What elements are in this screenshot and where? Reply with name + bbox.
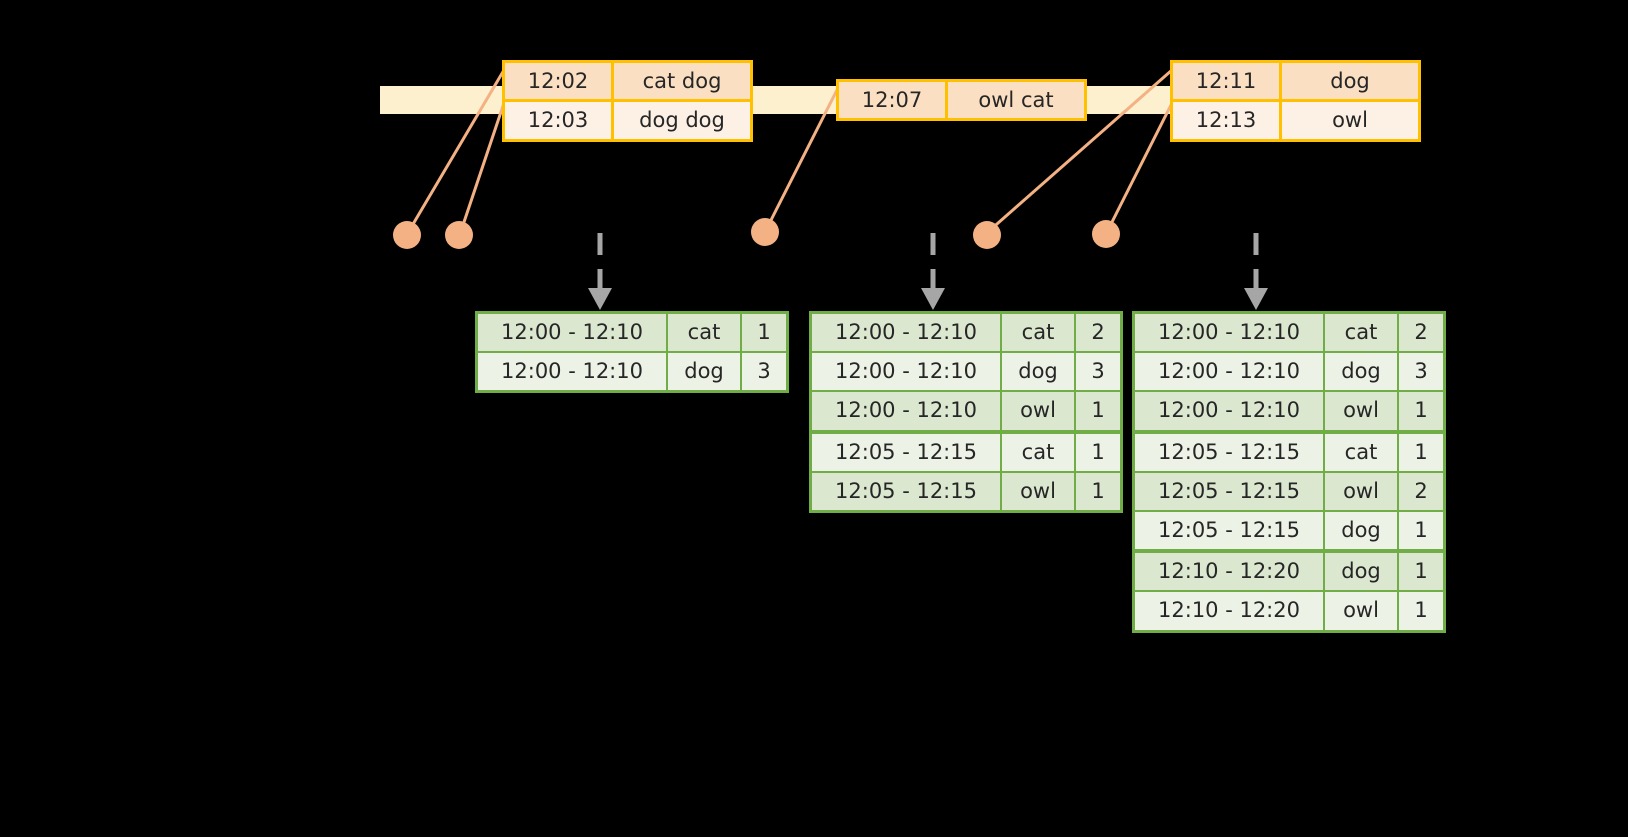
window-cell: 12:05 - 12:15 xyxy=(812,433,1002,473)
event-marker-2 xyxy=(445,221,473,249)
connector-line-1 xyxy=(407,69,506,232)
dashed-arrow-2 xyxy=(921,233,945,310)
count-cell: 3 xyxy=(1399,353,1443,393)
word-cell: dog xyxy=(668,353,742,391)
count-cell: 3 xyxy=(742,353,786,391)
count-cell: 1 xyxy=(1399,553,1443,593)
event-row[interactable]: 12:13 owl xyxy=(1173,99,1418,139)
count-cell: 1 xyxy=(1076,433,1120,473)
word-cell: dog xyxy=(1325,511,1399,554)
word-cell: cat xyxy=(1002,433,1076,473)
event-time: 12:02 xyxy=(505,63,614,100)
event-row[interactable]: 12:11 dog xyxy=(1173,63,1418,100)
word-cell: dog xyxy=(1325,553,1399,593)
word-cell: owl xyxy=(1325,592,1399,630)
event-words: dog xyxy=(1282,63,1418,100)
word-cell: cat xyxy=(1325,314,1399,354)
count-cell: 2 xyxy=(1399,314,1443,354)
event-marker-1 xyxy=(393,221,421,249)
connector-line-2 xyxy=(459,102,506,232)
window-cell: 12:00 - 12:10 xyxy=(1135,392,1325,434)
event-time: 12:11 xyxy=(1173,63,1282,100)
connector-line-4 xyxy=(988,68,1173,233)
window-cell: 12:10 - 12:20 xyxy=(1135,592,1325,630)
event-row[interactable]: 12:03 dog dog xyxy=(505,99,750,139)
count-cell: 1 xyxy=(1076,392,1120,434)
window-cell: 12:05 - 12:15 xyxy=(1135,511,1325,554)
count-cell: 1 xyxy=(1399,392,1443,434)
window-cell: 12:05 - 12:15 xyxy=(1135,433,1325,473)
word-cell: owl xyxy=(1325,472,1399,512)
event-box-1[interactable]: 12:02 cat dog 12:03 dog dog xyxy=(502,60,753,142)
count-cell: 2 xyxy=(1076,314,1120,354)
word-cell: dog xyxy=(1002,353,1076,393)
window-cell: 12:05 - 12:15 xyxy=(812,472,1002,510)
window-cell: 12:00 - 12:10 xyxy=(812,392,1002,434)
window-cell: 12:00 - 12:10 xyxy=(478,353,668,391)
count-cell: 3 xyxy=(1076,353,1120,393)
word-cell: owl xyxy=(1002,472,1076,510)
event-box-2[interactable]: 12:07 owl cat xyxy=(836,79,1087,122)
word-cell: cat xyxy=(668,314,742,354)
count-cell: 1 xyxy=(1399,592,1443,630)
event-marker-dots xyxy=(393,218,1120,249)
word-cell: cat xyxy=(1002,314,1076,354)
word-cell: owl xyxy=(1002,392,1076,434)
event-words: cat dog xyxy=(614,63,750,100)
event-marker-5 xyxy=(1092,220,1120,248)
window-cell: 12:00 - 12:10 xyxy=(478,314,668,354)
count-cell: 1 xyxy=(1076,472,1120,510)
count-cell: 1 xyxy=(1399,511,1443,554)
dashed-arrow-3 xyxy=(1244,233,1268,310)
count-cell: 1 xyxy=(1399,433,1443,473)
event-row[interactable]: 12:07 owl cat xyxy=(839,82,1084,119)
connector-line-5 xyxy=(1106,102,1174,231)
event-words: dog dog xyxy=(614,99,750,139)
count-cell: 2 xyxy=(1399,472,1443,512)
count-cell: 1 xyxy=(742,314,786,354)
event-time: 12:07 xyxy=(839,82,948,119)
word-cell: owl xyxy=(1325,392,1399,434)
event-time: 12:03 xyxy=(505,99,614,139)
window-cell: 12:00 - 12:10 xyxy=(1135,353,1325,393)
word-cell: dog xyxy=(1325,353,1399,393)
event-words: owl xyxy=(1282,99,1418,139)
event-row[interactable]: 12:02 cat dog xyxy=(505,63,750,100)
event-marker-4 xyxy=(973,221,1001,249)
dashed-arrow-1 xyxy=(588,233,612,310)
event-box-3[interactable]: 12:11 dog 12:13 owl xyxy=(1170,60,1421,142)
window-cell: 12:05 - 12:15 xyxy=(1135,472,1325,512)
word-cell: cat xyxy=(1325,433,1399,473)
event-connector-lines xyxy=(407,68,1174,233)
event-time: 12:13 xyxy=(1173,99,1282,139)
event-marker-3 xyxy=(751,218,779,246)
window-cell: 12:00 - 12:10 xyxy=(812,353,1002,393)
connector-line-3 xyxy=(765,87,840,229)
dashed-flow-arrows xyxy=(588,233,1268,310)
event-words: owl cat xyxy=(948,82,1084,119)
window-cell: 12:10 - 12:20 xyxy=(1135,553,1325,593)
window-cell: 12:00 - 12:10 xyxy=(812,314,1002,354)
window-cell: 12:00 - 12:10 xyxy=(1135,314,1325,354)
